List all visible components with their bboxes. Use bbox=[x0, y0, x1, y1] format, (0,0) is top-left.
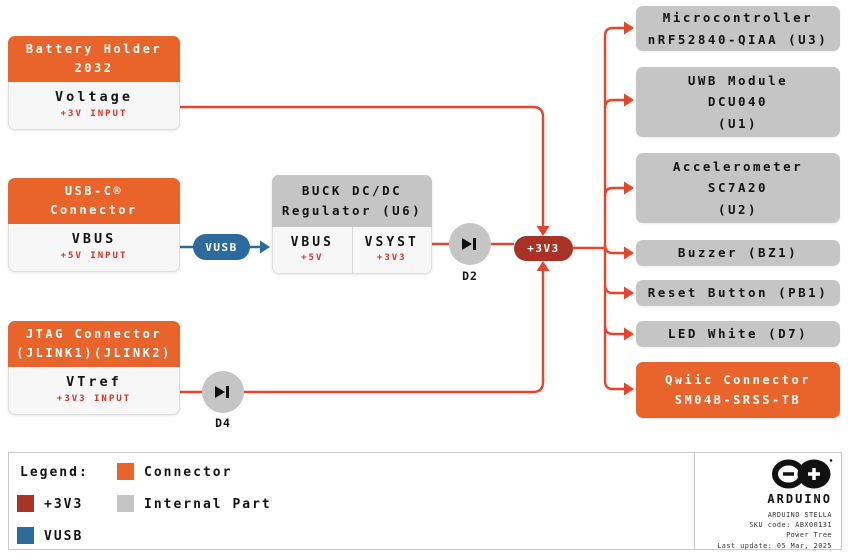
legend-label-vusb: VUSB bbox=[44, 529, 84, 544]
arrowhead-qwiic bbox=[624, 382, 634, 396]
brand-doc-type: Power Tree bbox=[786, 531, 832, 540]
arrowhead-accel bbox=[624, 181, 634, 195]
diode-d4 bbox=[202, 371, 244, 413]
buck-input-cell: VBUS +5V bbox=[273, 227, 352, 273]
wire-branch-uwb bbox=[603, 98, 624, 109]
wire-branch-mcu bbox=[603, 26, 624, 37]
arrowhead-uwb bbox=[624, 93, 634, 107]
jtag-title-line2: (JLINK1)(JLINK2) bbox=[16, 346, 172, 361]
usbc-connector-header: USB-C® Connector bbox=[8, 178, 180, 225]
buck-output-cell: VSYST +3V3 bbox=[351, 227, 432, 273]
buck-title-line2: Regulator (U6) bbox=[281, 203, 423, 218]
usbc-title-line2: Connector bbox=[50, 203, 138, 218]
arrowhead-reset bbox=[624, 286, 634, 300]
load-line: (U1) bbox=[717, 115, 759, 131]
load-accelerometer: Accelerometer SC7A20 (U2) bbox=[636, 153, 840, 223]
battery-holder-header: Battery Holder 2032 bbox=[8, 36, 180, 83]
load-led-white: LED White (D7) bbox=[636, 321, 840, 347]
diode-d2 bbox=[449, 223, 491, 265]
3v3-net-pill: +3V3 bbox=[514, 236, 573, 261]
buck-output-signal: VSYST bbox=[364, 235, 419, 250]
legend-swatch-connector bbox=[117, 463, 134, 480]
jtag-note: +3V3 INPUT bbox=[56, 394, 132, 405]
legend-swatch-internal-part bbox=[117, 495, 134, 512]
wire-branch-qwiic bbox=[603, 380, 624, 391]
battery-holder-title-line1: Battery Holder bbox=[25, 42, 163, 56]
legend-label-connector: Connector bbox=[144, 465, 233, 480]
battery-holder-title-line2: 2032 bbox=[74, 61, 114, 76]
bottom-bar: Legend: +3V3 VUSB Connector Internal Par… bbox=[8, 452, 842, 550]
brand-panel: ARDUINO ARDUINO STELLA SKU code: ABX0013… bbox=[694, 453, 841, 551]
usbc-note: +5V INPUT bbox=[60, 251, 128, 262]
load-line: LED White (D7) bbox=[667, 326, 809, 342]
legend-label-internal-part: Internal Part bbox=[144, 497, 272, 512]
load-line: SC7A20 bbox=[707, 180, 769, 196]
jtag-connector-header: JTAG Connector (JLINK1)(JLINK2) bbox=[8, 321, 180, 368]
load-line: Microcontroller bbox=[662, 10, 814, 26]
legend-swatch-vusb bbox=[17, 527, 34, 544]
arrowhead-vusb bbox=[260, 240, 270, 254]
wire-branch-led bbox=[603, 325, 624, 336]
load-buzzer: Buzzer (BZ1) bbox=[636, 240, 840, 266]
diode-d4-label: D4 bbox=[215, 416, 231, 430]
buck-input-signal: VBUS bbox=[290, 235, 334, 250]
buck-regulator-header: BUCK DC/DC Regulator (U6) bbox=[272, 175, 432, 227]
jtag-signal: VTref bbox=[66, 374, 122, 391]
load-qwiic-connector: Qwiic Connector SM04B-SRSS-TB bbox=[636, 362, 840, 418]
vusb-net-pill: VUSB bbox=[193, 234, 250, 260]
load-line: Reset Button (PB1) bbox=[647, 285, 829, 301]
legend-label-3v3: +3V3 bbox=[44, 497, 84, 512]
diode-icon bbox=[215, 386, 229, 398]
jtag-connector-box: JTAG Connector (JLINK1)(JLINK2) VTref +3… bbox=[8, 321, 180, 416]
arrowhead-buzzer bbox=[624, 246, 634, 260]
legend-title: Legend: bbox=[20, 465, 89, 480]
wire-branch-reset bbox=[603, 284, 624, 295]
wire-branch-accel bbox=[603, 186, 624, 197]
usbc-title-line1: USB-C® bbox=[64, 184, 124, 198]
brand-last-update: Last update: 05 Mar, 2025 bbox=[717, 541, 832, 550]
usbc-signal: VBUS bbox=[71, 231, 117, 248]
load-line: DCU040 bbox=[707, 94, 769, 110]
load-reset-button: Reset Button (PB1) bbox=[636, 280, 840, 306]
brand-name: ARDUINO bbox=[767, 492, 832, 506]
legend-swatch-3v3 bbox=[17, 495, 34, 512]
load-microcontroller: Microcontroller nRF52840-QIAA (U3) bbox=[636, 6, 840, 51]
load-line: Buzzer (BZ1) bbox=[677, 245, 799, 261]
usbc-connector-box: USB-C® Connector VBUS +5V INPUT bbox=[8, 178, 180, 273]
load-line: Qwiic Connector bbox=[665, 372, 811, 387]
load-line: UWB Module bbox=[687, 73, 789, 89]
buck-regulator-box: BUCK DC/DC Regulator (U6) VBUS +5V VSYST… bbox=[272, 175, 432, 274]
buck-title-line1: BUCK DC/DC bbox=[301, 183, 403, 198]
arrowhead-into-3v3-bottom bbox=[536, 261, 550, 271]
brand-info: ARDUINO STELLA SKU code: ABX00131 Power … bbox=[717, 510, 832, 551]
battery-holder-box: Battery Holder 2032 Voltage +3V INPUT bbox=[8, 36, 180, 131]
jtag-title-line1: JTAG Connector bbox=[25, 327, 163, 341]
battery-holder-body: Voltage +3V INPUT bbox=[9, 82, 179, 129]
arrowhead-led bbox=[624, 327, 634, 341]
diode-d2-label: D2 bbox=[462, 269, 478, 283]
buck-input-note: +5V bbox=[301, 253, 324, 263]
buck-output-note: +3V3 bbox=[376, 253, 407, 263]
load-uwb-module: UWB Module DCU040 (U1) bbox=[636, 67, 840, 137]
load-line: (U2) bbox=[717, 201, 759, 217]
usbc-connector-body: VBUS +5V INPUT bbox=[9, 224, 179, 271]
load-line: SM04B-SRSS-TB bbox=[674, 393, 802, 407]
load-line: Accelerometer bbox=[672, 159, 804, 175]
battery-signal: Voltage bbox=[55, 89, 133, 106]
load-line: nRF52840-QIAA (U3) bbox=[647, 31, 829, 47]
brand-product: ARDUINO STELLA bbox=[767, 511, 832, 519]
battery-note: +3V INPUT bbox=[60, 109, 128, 120]
arduino-logo-icon bbox=[772, 459, 833, 489]
buck-regulator-cells: VBUS +5V VSYST +3V3 bbox=[273, 227, 431, 273]
brand-sku: SKU code: ABX00131 bbox=[749, 521, 832, 530]
wire-branch-buzzer bbox=[603, 244, 624, 255]
jtag-connector-body: VTref +3V3 INPUT bbox=[9, 367, 179, 414]
arrowhead-mcu bbox=[624, 21, 634, 35]
arrowhead-into-3v3-top bbox=[536, 226, 550, 236]
diode-icon bbox=[462, 238, 476, 250]
